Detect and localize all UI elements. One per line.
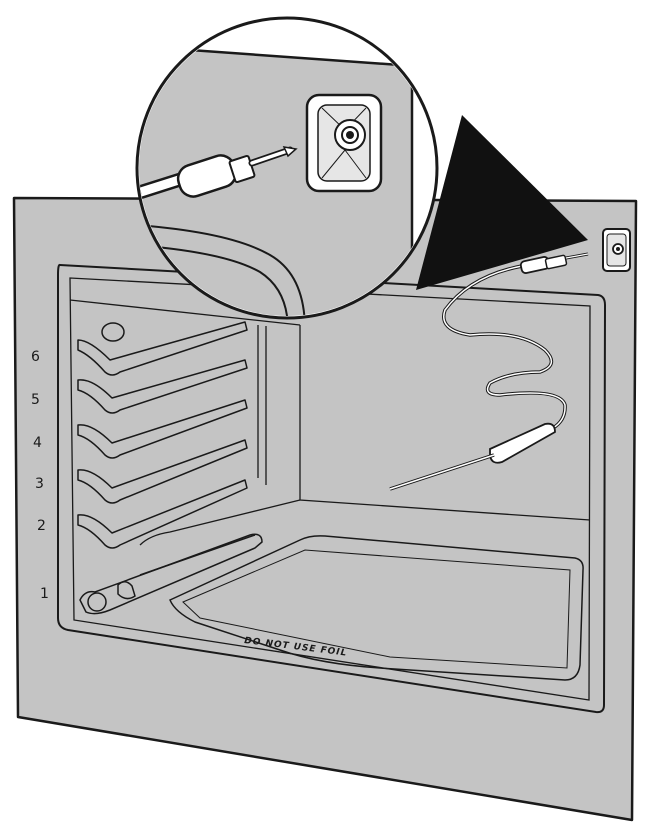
rack-label-6: 6 [31, 349, 40, 365]
rack-label-2: 2 [37, 518, 46, 534]
rack-label-5: 5 [31, 392, 40, 408]
rack-label-3: 3 [35, 476, 44, 492]
rack-label-4: 4 [33, 435, 42, 451]
rack-label-1: 1 [40, 586, 49, 602]
rack-guide-cap [102, 323, 124, 341]
probe-jack-icon [603, 229, 630, 271]
